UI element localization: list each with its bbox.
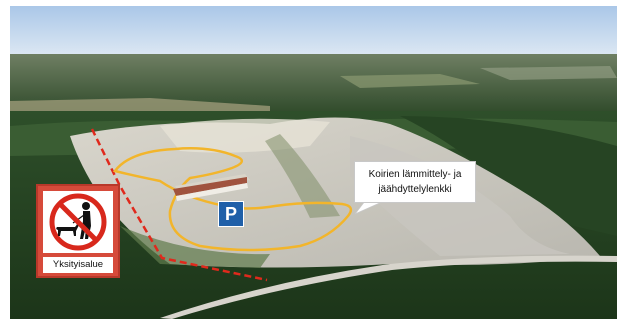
parking-icon: P [218, 201, 244, 227]
sign-symbol-area [43, 191, 113, 253]
private-area-label: Yksityisalue [43, 257, 113, 273]
route-label-line2: jäähdyttelylenkki [378, 184, 452, 195]
route-label-line1: Koirien lämmittely- ja [368, 169, 462, 180]
no-dogs-walking-icon [49, 193, 107, 251]
long-building-icon [173, 174, 250, 201]
route-callout: Koirien lämmittely- ja jäähdyttelylenkki [354, 161, 476, 203]
aerial-map-view [10, 6, 617, 319]
private-area-sign: Yksityisalue [36, 184, 120, 278]
road [160, 255, 617, 319]
private-area-boundary [90, 128, 268, 282]
sky [10, 6, 617, 56]
